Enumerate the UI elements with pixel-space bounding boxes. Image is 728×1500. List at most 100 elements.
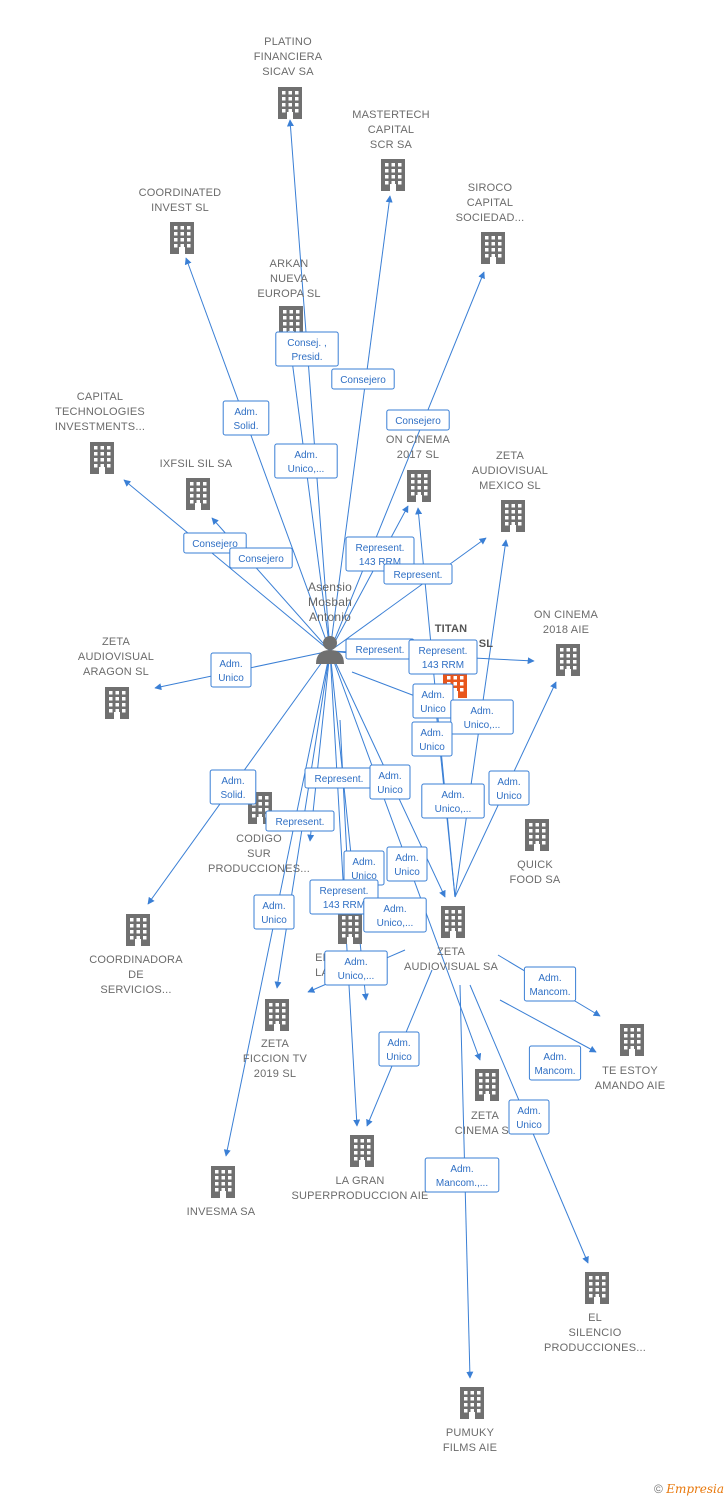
- building-icon-platino[interactable]: [278, 87, 302, 119]
- node-label-teestoy[interactable]: AMANDO AIE: [595, 1080, 665, 1092]
- building-icon-lagran[interactable]: [350, 1135, 374, 1167]
- node-label-quickfood[interactable]: QUICK: [517, 859, 553, 871]
- node-label-captech[interactable]: INVESTMENTS...: [55, 421, 145, 433]
- node-label-platino[interactable]: PLATINO: [264, 36, 312, 48]
- edge-label[interactable]: Represent.143 RRM: [309, 879, 379, 915]
- node-label-platino[interactable]: SICAV SA: [262, 66, 314, 78]
- node-label-quickfood[interactable]: FOOD SA: [510, 874, 561, 886]
- node-label-arkan[interactable]: NUEVA: [270, 273, 309, 285]
- building-icon-coordinadora[interactable]: [126, 914, 150, 946]
- edge-label[interactable]: Represent.: [265, 810, 335, 832]
- node-label-siroco[interactable]: SIROCO: [468, 182, 513, 194]
- person-icon[interactable]: [316, 636, 344, 664]
- node-label-pumuky[interactable]: FILMS AIE: [443, 1442, 497, 1454]
- building-icon-pumuky[interactable]: [460, 1387, 484, 1419]
- node-label-mastertech[interactable]: MASTERTECH: [352, 109, 430, 121]
- node-label-mastertech[interactable]: SCR SA: [370, 139, 413, 151]
- edge-label[interactable]: Represent.143 RRM: [345, 536, 415, 572]
- building-icon-captech[interactable]: [90, 442, 114, 474]
- node-label-coordinadora[interactable]: DE: [128, 969, 144, 981]
- edge-label[interactable]: Adm.Unico: [488, 770, 530, 806]
- node-label-pumuky[interactable]: PUMUKY: [446, 1427, 495, 1439]
- edge-label[interactable]: Adm.Mancom.: [528, 1045, 582, 1081]
- node-label-oncinema2017[interactable]: 2017 SL: [397, 449, 439, 461]
- node-label-zetaficcion[interactable]: FICCION TV: [243, 1053, 308, 1065]
- node-label-ixfsil[interactable]: IXFSIL SIL SA: [160, 458, 233, 470]
- node-label-teestoy[interactable]: TE ESTOY: [602, 1065, 658, 1077]
- node-label-oncinema2018[interactable]: ON CINEMA: [534, 609, 599, 621]
- edge-label[interactable]: Adm.Unico,...: [324, 950, 388, 986]
- footer-brand[interactable]: © Empresia: [654, 1482, 724, 1496]
- node-label-elsilencio[interactable]: PRODUCCIONES...: [544, 1342, 646, 1354]
- node-label-zetamexico[interactable]: AUDIOVISUAL: [472, 465, 548, 477]
- node-label-zetacinema[interactable]: CINEMA SL: [455, 1125, 516, 1137]
- node-label-coordinated[interactable]: INVEST SL: [151, 202, 209, 214]
- node-label-arkan[interactable]: EUROPA SL: [257, 288, 320, 300]
- building-icon-zetamexico[interactable]: [501, 500, 525, 532]
- building-icon-coordinated[interactable]: [170, 222, 194, 254]
- edge-label[interactable]: Adm.Unico: [386, 846, 428, 882]
- building-icon-elsilencio[interactable]: [585, 1272, 609, 1304]
- node-label-oncinema2018[interactable]: 2018 AIE: [543, 624, 589, 636]
- building-icon-zetaaudiovisual[interactable]: [441, 906, 465, 938]
- node-label-zetaaragon[interactable]: ARAGON SL: [83, 666, 149, 678]
- edge-label[interactable]: Adm.Unico: [369, 764, 411, 800]
- edge-label[interactable]: Consejero: [386, 409, 450, 431]
- edge-label[interactable]: Represent.: [304, 767, 374, 789]
- node-label-coordinadora[interactable]: COORDINADORA: [89, 954, 183, 966]
- edge-label[interactable]: Adm.Mancom.: [523, 966, 577, 1002]
- node-label-platino[interactable]: FINANCIERA: [254, 51, 323, 63]
- node-label-siroco[interactable]: SOCIEDAD...: [456, 212, 525, 224]
- node-label-zetacinema[interactable]: ZETA: [471, 1110, 500, 1122]
- edge-label[interactable]: Consej. ,Presid.: [275, 331, 339, 367]
- building-icon-siroco[interactable]: [481, 232, 505, 264]
- node-label-zetaficcion[interactable]: 2019 SL: [254, 1068, 296, 1080]
- edge-label[interactable]: Adm.Solid.: [222, 400, 270, 436]
- building-icon-ellalinea[interactable]: [338, 912, 362, 944]
- building-icon-zetaficcion[interactable]: [265, 999, 289, 1031]
- building-icon-zetaaragon[interactable]: [105, 687, 129, 719]
- edge-label[interactable]: Adm.Unico,...: [421, 783, 485, 819]
- person-name-label[interactable]: Antonio: [309, 610, 351, 624]
- building-icon-oncinema2018[interactable]: [556, 644, 580, 676]
- edge-label[interactable]: Adm.Unico,...: [274, 443, 338, 479]
- node-label-zetamexico[interactable]: ZETA: [496, 450, 525, 462]
- edge-label[interactable]: Adm.Unico: [508, 1099, 550, 1135]
- node-label-invesma[interactable]: INVESMA SA: [187, 1206, 256, 1218]
- node-label-siroco[interactable]: CAPITAL: [467, 197, 513, 209]
- edge-label[interactable]: Adm.Unico: [412, 683, 454, 719]
- edge-label[interactable]: Adm.Unico,...: [363, 897, 427, 933]
- edge-label[interactable]: Adm.Unico: [411, 721, 453, 757]
- building-icon-teestoy[interactable]: [620, 1024, 644, 1056]
- node-label-titan[interactable]: TITAN: [435, 623, 468, 635]
- node-label-codigosur[interactable]: PRODUCCIONES...: [208, 863, 310, 875]
- edge-label[interactable]: Adm.Unico,...: [450, 699, 514, 735]
- node-label-elsilencio[interactable]: SILENCIO: [569, 1327, 622, 1339]
- edge-label[interactable]: Adm.Solid.: [209, 769, 257, 805]
- node-label-codigosur[interactable]: CODIGO: [236, 833, 282, 845]
- person-name-label[interactable]: Mosbah: [308, 595, 352, 609]
- building-icon-mastertech[interactable]: [381, 159, 405, 191]
- edge-label[interactable]: Represent.143 RRM: [408, 639, 478, 675]
- node-label-elsilencio[interactable]: EL: [588, 1312, 602, 1324]
- node-label-zetaaudiovisual[interactable]: AUDIOVISUAL SA: [404, 961, 499, 973]
- node-label-zetaficcion[interactable]: ZETA: [261, 1038, 290, 1050]
- node-label-oncinema2017[interactable]: ON CINEMA: [386, 434, 451, 446]
- building-icon-oncinema2017[interactable]: [407, 470, 431, 502]
- edge-label[interactable]: Adm.Unico: [210, 652, 252, 688]
- building-icon-quickfood[interactable]: [525, 819, 549, 851]
- person-name-label[interactable]: Asensio: [308, 580, 352, 594]
- node-label-captech[interactable]: CAPITAL: [77, 391, 123, 403]
- edge-label[interactable]: Consejero: [331, 368, 395, 390]
- node-label-zetamexico[interactable]: MEXICO SL: [479, 480, 541, 492]
- node-label-arkan[interactable]: ARKAN: [270, 258, 309, 270]
- node-label-mastertech[interactable]: CAPITAL: [368, 124, 414, 136]
- edge-label[interactable]: Adm.Mancom.,...: [424, 1157, 500, 1193]
- node-label-coordinadora[interactable]: SERVICIOS...: [100, 984, 171, 996]
- node-label-lagran[interactable]: SUPERPRODUCCION AIE: [291, 1190, 428, 1202]
- node-label-zetaaudiovisual[interactable]: ZETA: [437, 946, 466, 958]
- node-label-zetaaragon[interactable]: AUDIOVISUAL: [78, 651, 154, 663]
- edge-label[interactable]: Adm.Unico: [378, 1031, 420, 1067]
- node-label-coordinated[interactable]: COORDINATED: [139, 187, 222, 199]
- edge-label[interactable]: Consejero: [229, 547, 293, 569]
